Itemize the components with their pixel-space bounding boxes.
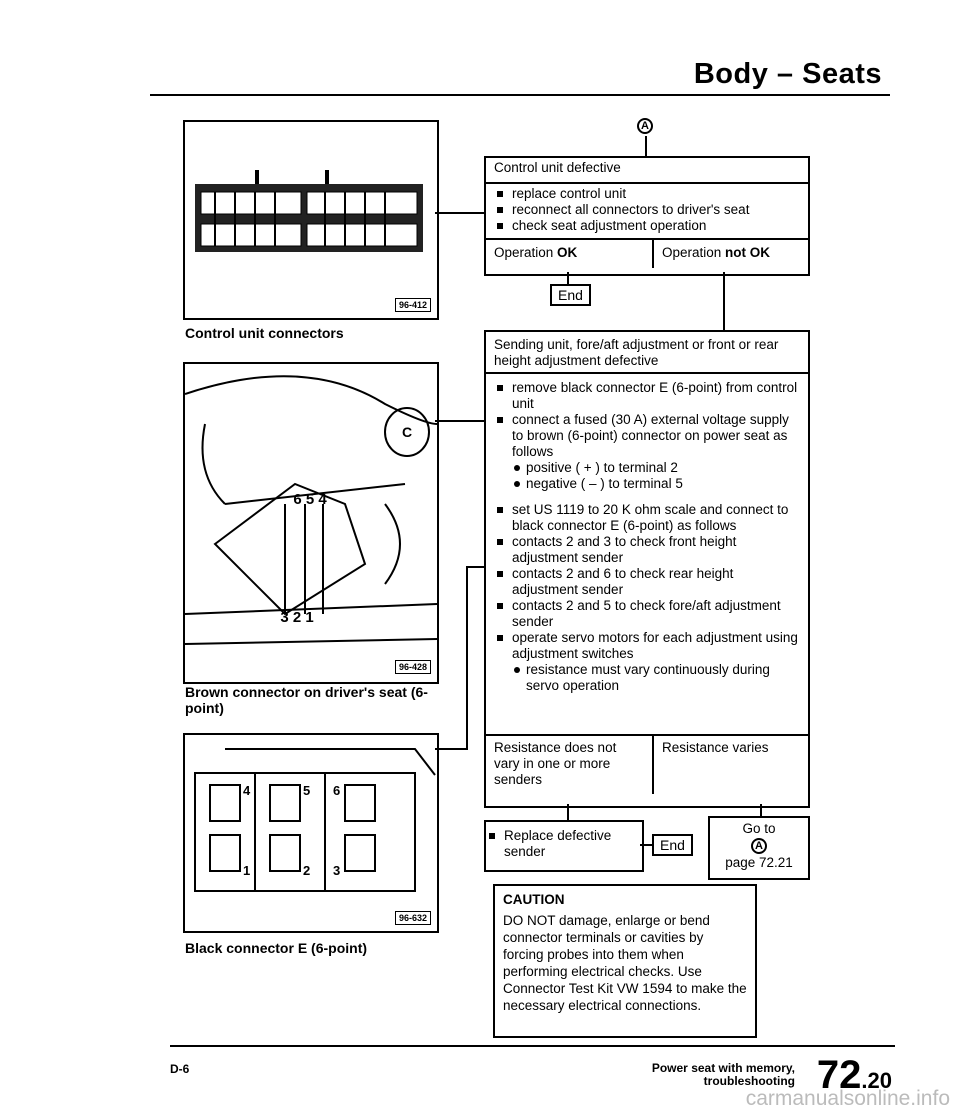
box-caution: CAUTION DO NOT damage, enlarge or bend c… [493, 884, 757, 1038]
figure-caption: Control unit connectors [185, 325, 344, 341]
pin-labels-top: 6 5 4 [293, 491, 327, 508]
figure-id: 96-412 [395, 298, 431, 312]
header-rule [150, 94, 890, 96]
marker-a-icon: A [637, 118, 653, 134]
box-title: Sending unit, fore/aft adjustment or fro… [486, 332, 808, 372]
black-connector-drawing: 4 5 6 1 2 3 [185, 735, 437, 931]
step: operate servo motors for each adjustment… [494, 630, 800, 694]
figure-id: 96-428 [395, 660, 431, 674]
step-text: operate servo motors for each adjustment… [512, 630, 798, 661]
label-c: C [402, 424, 412, 440]
result-not-ok-bold: not OK [725, 245, 770, 260]
end-label: End [652, 834, 693, 856]
flow-arrow [567, 272, 569, 284]
result-not-ok-text: Operation [662, 245, 725, 260]
page-title: Body – Seats [694, 58, 882, 91]
watermark: carmanualsonline.info [746, 1087, 950, 1111]
substep: positive ( + ) to terminal 2 [512, 460, 800, 476]
box-results: Resistance does not vary in one or more … [486, 734, 808, 794]
goto-page: page 72.21 [710, 855, 808, 871]
caution-text: DO NOT damage, enlarge or bend connector… [503, 912, 747, 1014]
pin-4: 4 [243, 783, 251, 798]
flow-arrow [567, 804, 569, 820]
step: contacts 2 and 5 to check fore/aft adjus… [494, 598, 800, 630]
footer-rule [170, 1045, 895, 1047]
box-control-unit-defective: Control unit defective replace control u… [484, 156, 810, 276]
figure-brown-connector: C 6 5 4 3 2 1 96-428 [183, 362, 439, 684]
leader-line [435, 420, 485, 422]
box-steps: remove black connector E (6-point) from … [486, 372, 808, 734]
substep: resistance must vary continuously during… [512, 662, 800, 694]
box-replace-sender: Replace defective sender [484, 820, 644, 872]
step: check seat adjustment operation [494, 218, 800, 234]
leader-line [435, 212, 485, 214]
pin-2: 2 [303, 863, 310, 878]
result-not-ok: Operation not OK [654, 240, 808, 268]
figure-caption: Brown connector on driver's seat (6-poin… [185, 684, 435, 716]
marker-a-icon: A [751, 838, 767, 854]
step: reconnect all connectors to driver's sea… [494, 202, 800, 218]
flow-arrow [760, 804, 762, 816]
step: connect a fused (30 A) external voltage … [494, 412, 800, 492]
goto-marker-wrap: A [710, 838, 808, 854]
pin-3: 3 [333, 863, 340, 878]
box-results: Operation OK Operation not OK [486, 238, 808, 268]
pin-5: 5 [303, 783, 310, 798]
step: contacts 2 and 6 to check rear height ad… [494, 566, 800, 598]
step: Replace defective sender [486, 828, 642, 860]
result-resistance-not-varying: Resistance does not vary in one or more … [486, 736, 654, 794]
figure-caption: Black connector E (6-point) [185, 940, 367, 956]
box-sending-unit-defective: Sending unit, fore/aft adjustment or fro… [484, 330, 810, 808]
pin-6: 6 [333, 783, 340, 798]
figure-id: 96-632 [395, 911, 431, 925]
figure-control-unit-connectors: 96-412 [183, 120, 439, 320]
flow-arrow [723, 272, 725, 330]
result-ok-bold: OK [557, 245, 577, 260]
caution-title: CAUTION [503, 892, 747, 908]
leader-line [466, 566, 486, 568]
brown-connector-drawing: C 6 5 4 3 2 1 [185, 364, 437, 682]
leader-line [435, 748, 468, 750]
footer-description: Power seat with memory, troubleshooting [652, 1062, 795, 1088]
pin-labels-bottom: 3 2 1 [280, 609, 313, 626]
step-text: connect a fused (30 A) external voltage … [512, 412, 789, 459]
connector-block-drawing [185, 122, 437, 318]
footer-code: D-6 [170, 1062, 189, 1076]
result-resistance-varies: Resistance varies [654, 736, 808, 794]
result-ok-text: Operation [494, 245, 557, 260]
step: contacts 2 and 3 to check front height a… [494, 534, 800, 566]
step: set US 1119 to 20 K ohm scale and connec… [494, 502, 800, 534]
figure-black-connector: 4 5 6 1 2 3 96-632 [183, 733, 439, 933]
substep: negative ( – ) to terminal 5 [512, 476, 800, 492]
step: replace control unit [494, 186, 800, 202]
flow-arrow [645, 136, 647, 156]
pin-1: 1 [243, 863, 250, 878]
box-steps: replace control unit reconnect all conne… [486, 182, 808, 238]
box-title: Control unit defective [486, 158, 808, 182]
end-label: End [550, 284, 591, 306]
step: remove black connector E (6-point) from … [494, 380, 800, 412]
flow-arrow [640, 844, 652, 846]
goto-text: Go to [710, 821, 808, 837]
result-ok: Operation OK [486, 240, 654, 268]
leader-line [466, 566, 468, 749]
box-goto: Go to A page 72.21 [708, 816, 810, 880]
